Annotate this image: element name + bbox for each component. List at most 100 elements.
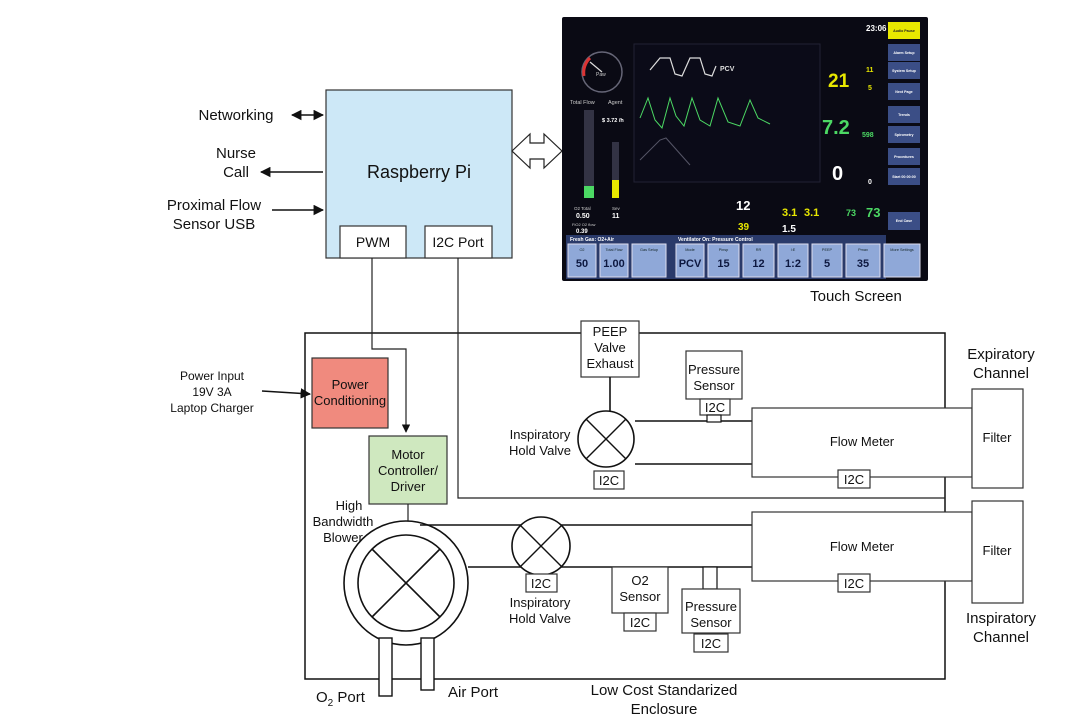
screen-side-button[interactable]: [888, 83, 920, 100]
screen-agent-tube: [612, 142, 619, 198]
screen-side-button[interactable]: [888, 44, 920, 61]
exp-flow-meter-label: Flow Meter: [830, 434, 895, 449]
lower-valve-i2c-label: I2C: [531, 576, 551, 591]
screen-wave-label: PCV: [720, 66, 735, 73]
pwm-port-box: [339, 225, 407, 259]
screen-o2-total: 0.50: [576, 213, 590, 220]
expiratory-channel-label-1: Expiratory: [967, 346, 1035, 363]
upper-pressure-sensor-label-1: Pressure: [688, 362, 740, 377]
screen-ppeak: 21: [828, 71, 850, 92]
inspiratory-channel-label-1: Inspiratory: [966, 610, 1037, 627]
screen-side-button[interactable]: [888, 22, 920, 39]
motor-controller-label-1: Motor: [391, 447, 425, 462]
pi-screen-double-arrow: [511, 132, 563, 170]
proximal-flow-label-1: Proximal Flow: [167, 197, 261, 214]
screen-co2-wave: [639, 137, 691, 166]
screen-tile[interactable]: [675, 243, 705, 278]
upper-pressure-tap: [706, 414, 722, 423]
exp-flow-i2c-label: I2C: [844, 472, 864, 487]
power-input-label-3: Laptop Charger: [170, 401, 253, 415]
o2-sensor-i2c-box: [623, 612, 657, 632]
screen-tile[interactable]: [707, 243, 740, 278]
screen-agent-fill: [612, 180, 619, 198]
o2-port-label: O2 Port: [316, 689, 366, 709]
screen-fio2-label: FiO2 O2 flow: [572, 222, 595, 227]
i2c-bus-wire: [457, 258, 945, 499]
blower-label-1: High: [336, 498, 363, 513]
upper-pressure-sensor-label-2: Sensor: [693, 378, 735, 393]
screen-tile-name: Pinsp: [719, 248, 729, 252]
screen-tile[interactable]: [777, 243, 809, 278]
insp-flow-i2c-box: [837, 573, 871, 593]
pwm-wire: [371, 258, 411, 433]
screen-side-button[interactable]: [888, 126, 920, 143]
screen-side-button[interactable]: [888, 106, 920, 123]
screen-tile[interactable]: [845, 243, 881, 278]
o2-sensor-i2c-label: I2C: [630, 615, 650, 630]
screen-tile[interactable]: [631, 243, 667, 278]
screen-side-button[interactable]: [888, 168, 920, 185]
pwm-port-label: PWM: [356, 234, 390, 250]
upper-hold-valve-cross-2: [585, 418, 627, 460]
screen-tile-value: 15: [717, 258, 729, 270]
peep-valve-label-1: PEEP: [593, 324, 628, 339]
screen-rr: 12: [736, 198, 750, 213]
screen-gauge-label: Paw: [596, 72, 606, 78]
lower-hold-valve-cross-2: [519, 524, 563, 568]
enclosure-label-2: Enclosure: [631, 701, 698, 718]
upper-valve-i2c-box: [593, 470, 625, 490]
screen-flow-fill: [584, 186, 594, 198]
lower-pressure-sensor-label-2: Sensor: [690, 615, 732, 630]
upper-hold-valve-label-2: Hold Valve: [509, 443, 571, 458]
screen-gauge: [581, 51, 623, 93]
peep-valve-box: [580, 320, 640, 378]
power-input-arrow: [261, 388, 312, 399]
i2c-port-box: [424, 225, 493, 259]
screen-tile-name: Mode: [685, 248, 695, 252]
power-conditioning-label-2: Conditioning: [314, 393, 386, 408]
air-port-label: Air Port: [448, 684, 499, 701]
screen-tile-value: PCV: [679, 258, 702, 270]
o2-port-label-o: O: [316, 689, 328, 706]
upper-hold-valve-label-1: Inspiratory: [510, 427, 571, 442]
upper-pressure-i2c-label: I2C: [705, 400, 725, 415]
nurse-call-label-1: Nurse: [216, 145, 256, 162]
screen-pressure-wave: [649, 57, 717, 77]
screen-tile[interactable]: [742, 243, 775, 278]
insp-flow-i2c-label: I2C: [844, 576, 864, 591]
screen-side-button[interactable]: [888, 62, 920, 79]
screen-wave-panel: [633, 43, 821, 183]
screen-side-button-label: End Case: [896, 219, 912, 223]
screen-tile[interactable]: [883, 243, 921, 278]
screen-flow-rate: $ 3.72 /h: [602, 118, 624, 124]
screen-tile-value: 50: [576, 258, 588, 270]
inspiratory-channel-label-2: Channel: [973, 629, 1029, 646]
screen-side-button-label: Procedures: [894, 155, 914, 159]
screen-side-button-label: Next Page: [895, 90, 912, 94]
screen-compl: 39: [738, 222, 750, 233]
power-conditioning-box: [311, 357, 389, 429]
screen-side-button[interactable]: [888, 148, 920, 165]
screen-tile[interactable]: [567, 243, 597, 278]
screen-tvexp: 598: [862, 132, 874, 139]
screen-o2-total-label: O2 Total: [574, 206, 591, 211]
air-port-tube: [420, 637, 435, 691]
screen-o2b: 73: [866, 205, 880, 220]
screen-tile[interactable]: [599, 243, 629, 278]
motor-controller-label-3: Driver: [391, 479, 426, 494]
screen-agent-label: Agent: [608, 100, 623, 106]
screen-tile[interactable]: [811, 243, 843, 278]
insp-filter-label: Filter: [983, 543, 1013, 558]
screen-side-button[interactable]: [888, 212, 920, 230]
screen-tile-name: RR: [756, 248, 762, 252]
screen-clock: 23:06: [866, 24, 887, 33]
o2-sensor-box: [611, 566, 669, 614]
screen-sev1: 3.1: [782, 207, 797, 219]
insp-flow-meter-box: [751, 511, 973, 582]
lower-valve-i2c-box: [525, 573, 558, 593]
blower-label-2: Bandwidth: [313, 514, 374, 529]
exp-filter-label: Filter: [983, 430, 1013, 445]
